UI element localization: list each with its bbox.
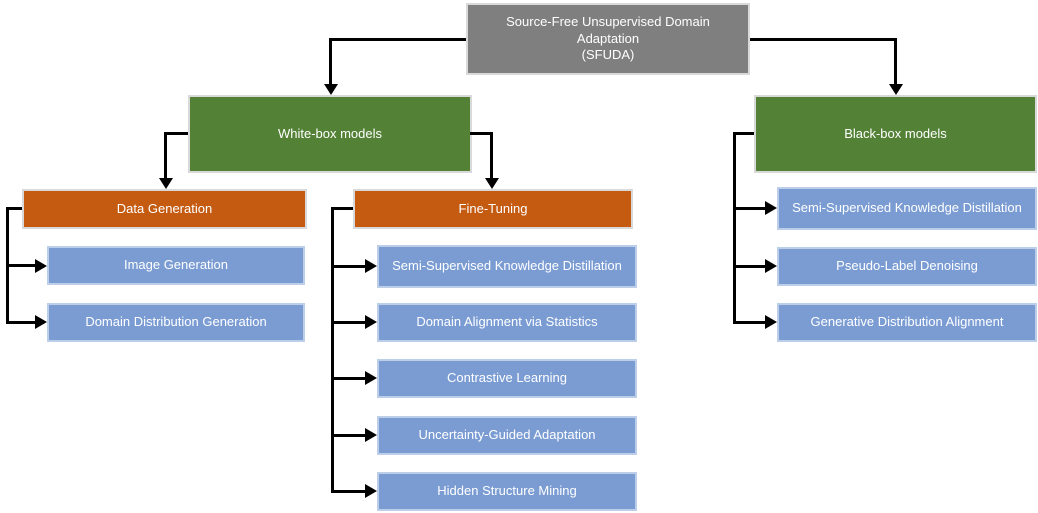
node-ft-sskd-label: Semi-Supervised Knowledge Distillation bbox=[392, 258, 622, 274]
node-ft-domain-alignment-label: Domain Alignment via Statistics bbox=[416, 314, 598, 330]
arrowhead-finetuning-uncertainty-icon bbox=[365, 428, 377, 442]
arrowhead-datagen-imagegen-icon bbox=[35, 259, 47, 273]
connector-root-whitebox-hline bbox=[329, 38, 466, 41]
connector-finetuning-contrastive-hline bbox=[331, 377, 366, 380]
connector-blackbox-pseudolabel-hline bbox=[733, 265, 766, 268]
arrowhead-finetuning-hiddenstructure-icon bbox=[365, 484, 377, 498]
node-sfuda-root: Source-Free Unsupervised Domain Adaptati… bbox=[466, 3, 750, 75]
node-fine-tuning-label: Fine-Tuning bbox=[458, 200, 528, 216]
node-image-generation-label: Image Generation bbox=[123, 257, 229, 273]
arrowhead-finetuning-domainalign-icon bbox=[365, 315, 377, 329]
node-white-box-models: White-box models bbox=[188, 95, 472, 173]
node-ft-uncertainty-guided-adaptation: Uncertainty-Guided Adaptation bbox=[377, 416, 637, 455]
node-bb-semi-supervised-knowledge-distillation: Semi-Supervised Knowledge Distillation bbox=[777, 187, 1037, 230]
node-ft-hidden-structure-mining: Hidden Structure Mining bbox=[377, 472, 637, 511]
node-ft-semi-supervised-knowledge-distillation: Semi-Supervised Knowledge Distillation bbox=[377, 245, 637, 288]
connector-finetuning-hiddenstructure-hline bbox=[331, 490, 366, 493]
arrowhead-finetuning-sskd-icon bbox=[365, 259, 377, 273]
arrowhead-root-blackbox-icon bbox=[889, 84, 903, 95]
node-black-box-models-label: Black-box models bbox=[844, 125, 947, 141]
node-ft-hidden-structure-label: Hidden Structure Mining bbox=[437, 483, 577, 499]
node-domain-distribution-generation-label: Domain Distribution Generation bbox=[85, 314, 267, 330]
node-bb-pseudo-label-label: Pseudo-Label Denoising bbox=[836, 258, 978, 274]
arrowhead-whitebox-datagen-icon bbox=[159, 178, 173, 189]
connector-finetuning-uncertainty-hline bbox=[331, 434, 366, 437]
arrowhead-whitebox-finetuning-icon bbox=[485, 178, 499, 189]
node-black-box-models: Black-box models bbox=[754, 95, 1037, 173]
arrowhead-root-whitebox-icon bbox=[324, 84, 338, 95]
connector-root-blackbox-vline bbox=[894, 38, 897, 84]
node-ft-contrastive-learning: Contrastive Learning bbox=[377, 359, 637, 398]
arrowhead-blackbox-pseudolabel-icon bbox=[765, 259, 777, 273]
node-sfuda-root-label: Source-Free Unsupervised Domain Adaptati… bbox=[506, 13, 710, 63]
connector-whitebox-finetuning-hline bbox=[470, 132, 493, 135]
connector-whitebox-datagen-hline bbox=[164, 132, 188, 135]
connector-blackbox-bus-vline bbox=[733, 132, 736, 323]
node-data-generation-label: Data Generation bbox=[116, 200, 213, 216]
node-ft-contrastive-label: Contrastive Learning bbox=[447, 370, 567, 386]
connector-whitebox-finetuning-vline bbox=[490, 132, 493, 178]
connector-root-blackbox-hline bbox=[750, 38, 897, 41]
node-image-generation: Image Generation bbox=[47, 246, 305, 285]
node-ft-domain-alignment-via-statistics: Domain Alignment via Statistics bbox=[377, 303, 637, 342]
node-ft-uncertainty-label: Uncertainty-Guided Adaptation bbox=[418, 427, 596, 443]
node-bb-pseudo-label-denoising: Pseudo-Label Denoising bbox=[777, 247, 1037, 286]
connector-blackbox-generative-hline bbox=[733, 321, 766, 324]
connector-finetuning-sskd-hline bbox=[331, 265, 366, 268]
connector-finetuning-domainalign-hline bbox=[331, 321, 366, 324]
connector-blackbox-stub-hline bbox=[733, 132, 754, 135]
connector-finetuning-bus-vline bbox=[331, 207, 334, 493]
connector-blackbox-sskd-hline bbox=[733, 207, 766, 210]
connector-whitebox-datagen-vline bbox=[164, 132, 167, 178]
node-bb-generative-distribution-alignment: Generative Distribution Alignment bbox=[777, 303, 1037, 342]
arrowhead-finetuning-contrastive-icon bbox=[365, 371, 377, 385]
connector-datagen-domaindist-hline bbox=[6, 321, 36, 324]
arrowhead-blackbox-generative-icon bbox=[765, 315, 777, 329]
node-fine-tuning: Fine-Tuning bbox=[353, 189, 633, 229]
arrowhead-datagen-domaindist-icon bbox=[35, 315, 47, 329]
connector-datagen-stub-hline bbox=[6, 207, 22, 210]
node-bb-generative-label: Generative Distribution Alignment bbox=[810, 314, 1004, 330]
node-data-generation: Data Generation bbox=[22, 189, 307, 229]
arrowhead-blackbox-sskd-icon bbox=[765, 201, 777, 215]
node-white-box-models-label: White-box models bbox=[277, 125, 383, 141]
connector-finetuning-stub-hline bbox=[331, 207, 353, 210]
connector-root-whitebox-vline bbox=[329, 38, 332, 84]
connector-datagen-imagegen-hline bbox=[6, 264, 36, 267]
node-bb-sskd-label: Semi-Supervised Knowledge Distillation bbox=[792, 200, 1022, 216]
node-domain-distribution-generation: Domain Distribution Generation bbox=[47, 303, 305, 342]
